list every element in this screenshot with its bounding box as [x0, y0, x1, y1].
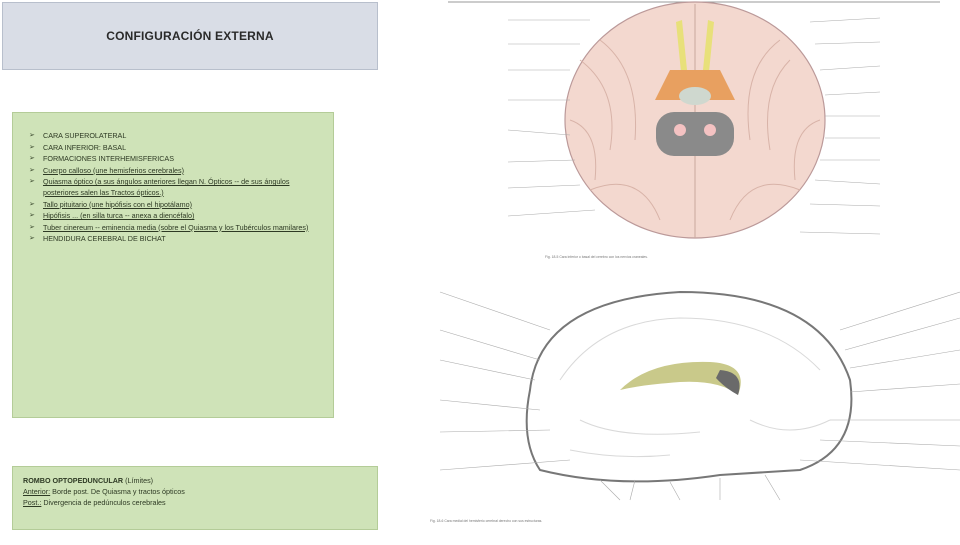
content-list-box: CARA SUPEROLATERAL CARA INFERIOR: BASAL … [12, 112, 334, 418]
rombo-heading-suffix: (Límites) [123, 476, 154, 485]
list-item-text: Hipófisis ... (en silla turca -- anexa a… [43, 211, 195, 221]
rombo-anterior-text: Borde post. De Quiasma y tractos ópticos [50, 487, 185, 496]
list-item: Tuber cinereum -- eminencia media (sobre… [29, 223, 323, 234]
rombo-heading: ROMBO OPTOPEDUNCULAR [23, 476, 124, 485]
list-item: HENDIDURA CEREBRAL DE BICHAT [29, 234, 323, 245]
list-item: Cuerpo calloso (une hemisferios cerebral… [29, 166, 323, 177]
list-item-text: Quiasma óptico (a sus ángulos anteriores… [43, 177, 290, 197]
list-item-text: CARA INFERIOR: BASAL [43, 142, 127, 152]
list-item: CARA SUPEROLATERAL [29, 131, 323, 142]
rombo-posterior-text: Divergencia de pedúnculos cerebrales [41, 498, 166, 507]
list-item: FORMACIONES INTERHEMISFERICAS [29, 154, 323, 165]
rombo-line-anterior: Anterior: Borde post. De Quiasma y tract… [23, 486, 367, 497]
rombo-heading-line: ROMBO OPTOPEDUNCULAR (Límites) [23, 475, 367, 486]
caption-bottom: Fig. 18-6 Cara medial del hemisferio cer… [430, 519, 542, 523]
list-item-text: Tuber cinereum -- eminencia media (sobre… [43, 222, 309, 232]
list-item: Hipófisis ... (en silla turca -- anexa a… [29, 211, 323, 222]
rombo-anterior-label: Anterior: [23, 487, 51, 496]
slide-title-text: CONFIGURACIÓN EXTERNA [106, 29, 274, 43]
slide-title: CONFIGURACIÓN EXTERNA [2, 2, 378, 70]
list-item: Quiasma óptico (a sus ángulos anteriores… [29, 177, 323, 198]
basal-view: Fig. 18-5 Cara inferior o basal del cere… [448, 1, 940, 259]
rombo-box: ROMBO OPTOPEDUNCULAR (Límites) Anterior:… [12, 466, 378, 530]
list-item-text: FORMACIONES INTERHEMISFERICAS [43, 154, 174, 164]
brain-illustration: Fig. 18-5 Cara inferior o basal del cere… [430, 1, 960, 523]
list-item-text: HENDIDURA CEREBRAL DE BICHAT [43, 234, 166, 244]
list-item-text: Tallo pituitario (une hipófisis con el h… [43, 199, 193, 209]
content-list: CARA SUPEROLATERAL CARA INFERIOR: BASAL … [29, 131, 323, 245]
medial-view: Fig. 18-6 Cara medial del hemisferio cer… [430, 290, 960, 523]
list-item-text: CARA SUPEROLATERAL [43, 131, 127, 140]
brain-figure: Fig. 18-5 Cara inferior o basal del cere… [420, 0, 960, 540]
caption-top: Fig. 18-5 Cara inferior o basal del cere… [545, 255, 648, 259]
list-item: CARA INFERIOR: BASAL [29, 143, 323, 154]
rombo-posterior-label: Post.: [23, 498, 42, 507]
list-item: Tallo pituitario (une hipófisis con el h… [29, 200, 323, 211]
rombo-line-posterior: Post.: Divergencia de pedúnculos cerebra… [23, 497, 367, 508]
list-item-text: Cuerpo calloso (une hemisferios cerebral… [43, 165, 185, 175]
